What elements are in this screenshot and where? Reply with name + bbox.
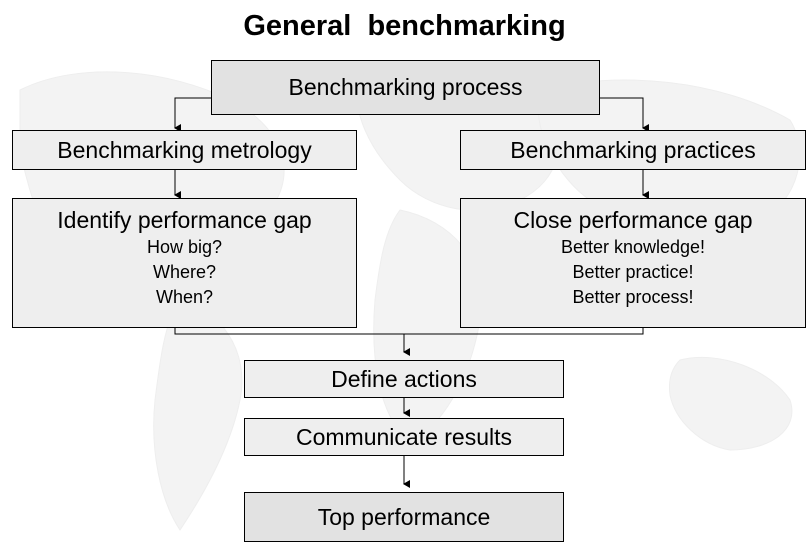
node-benchmarking-process: Benchmarking process [211,60,600,115]
node-top-performance: Top performance [244,492,564,542]
node-label: Communicate results [295,424,513,450]
node-label: Define actions [331,366,477,392]
node-define-actions: Define actions [244,360,564,398]
node-label: Top performance [317,504,491,530]
node-communicate-results: Communicate results [244,418,564,456]
gap-question: When? [155,287,214,307]
node-identify-performance-gap: Identify performance gap How big? Where?… [12,198,357,328]
node-label: Benchmarking process [288,74,523,100]
diagram-title: General benchmarking [243,10,566,42]
node-close-performance-gap: Close performance gap Better knowledge! … [460,198,806,328]
gap-remedy: Better practice! [572,262,694,282]
node-label: Benchmarking metrology [57,137,312,163]
node-label: Close performance gap [513,207,753,233]
gap-question: How big? [146,237,223,257]
node-label: Identify performance gap [57,207,312,233]
gap-remedy: Better process! [572,287,694,307]
node-benchmarking-metrology: Benchmarking metrology [12,130,357,170]
node-benchmarking-practices: Benchmarking practices [460,130,806,170]
gap-question: Where? [152,262,217,282]
gap-remedy: Better knowledge! [560,237,706,257]
node-label: Benchmarking practices [510,137,756,163]
